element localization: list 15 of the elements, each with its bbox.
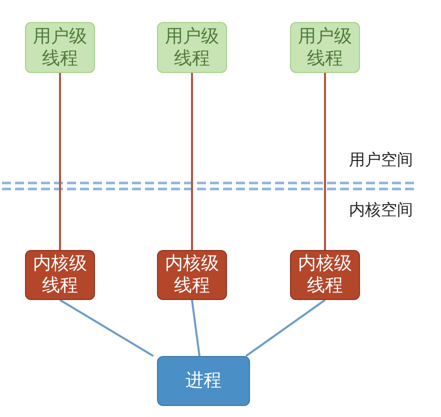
process-box: 进程: [157, 356, 250, 406]
thread-box: 用户级线程: [290, 22, 360, 73]
connector-line: [245, 299, 326, 357]
thread-box: 内核级线程: [157, 250, 227, 300]
connector-line: [59, 73, 61, 250]
region-label: 内核空间: [349, 200, 413, 221]
thread-box: 内核级线程: [290, 250, 360, 300]
connector-line: [191, 73, 193, 250]
region-label: 用户空间: [349, 150, 413, 171]
thread-box: 用户级线程: [157, 22, 227, 73]
connector-line: [324, 73, 326, 250]
connector-line: [59, 299, 154, 357]
thread-box: 内核级线程: [25, 250, 95, 300]
thread-box: 用户级线程: [25, 22, 95, 73]
connector-line: [191, 300, 200, 356]
